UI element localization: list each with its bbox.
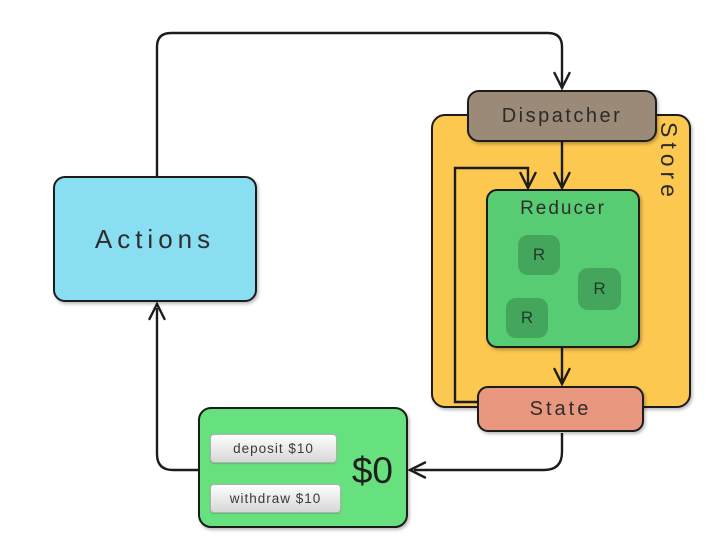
reducer-unit: R	[578, 268, 621, 310]
deposit-button-label: deposit $10	[233, 441, 314, 456]
withdraw-button-label: withdraw $10	[229, 491, 322, 506]
arrow-state-feedback-to-reducer	[453, 166, 530, 404]
withdraw-button[interactable]: withdraw $10	[210, 484, 341, 513]
arrowhead-into-reducer	[553, 171, 571, 191]
arrowhead-into-actions	[148, 301, 166, 321]
arrow-view-to-actions	[155, 308, 199, 472]
arrow-state-to-view	[414, 433, 564, 472]
arrow-actions-to-dispatcher	[155, 31, 564, 176]
dispatcher-node: Dispatcher	[467, 90, 657, 142]
reducer-unit-label: R	[532, 245, 546, 264]
balance-value: $0	[351, 450, 393, 491]
state-label: State	[529, 397, 592, 420]
reducer-unit: R	[518, 235, 560, 275]
reducer-node: Reducer R R R	[486, 189, 640, 348]
store-label: Store	[656, 122, 682, 202]
reducer-label: Reducer	[520, 198, 606, 219]
deposit-button[interactable]: deposit $10	[210, 434, 337, 463]
reducer-unit-label: R	[520, 308, 534, 327]
arrowhead-into-dispatcher	[553, 71, 571, 91]
arrowhead-into-view	[407, 461, 427, 479]
state-node: State	[477, 386, 644, 432]
dispatcher-label: Dispatcher	[501, 104, 623, 127]
actions-node: Actions	[53, 176, 257, 302]
arrowhead-feedback-into-reducer	[519, 171, 537, 191]
arrowhead-into-state	[553, 367, 571, 387]
actions-label: Actions	[94, 223, 216, 254]
reducer-unit-label: R	[593, 279, 606, 298]
view-node: deposit $10 withdraw $10 $0	[198, 407, 408, 528]
reducer-unit: R	[506, 298, 548, 338]
